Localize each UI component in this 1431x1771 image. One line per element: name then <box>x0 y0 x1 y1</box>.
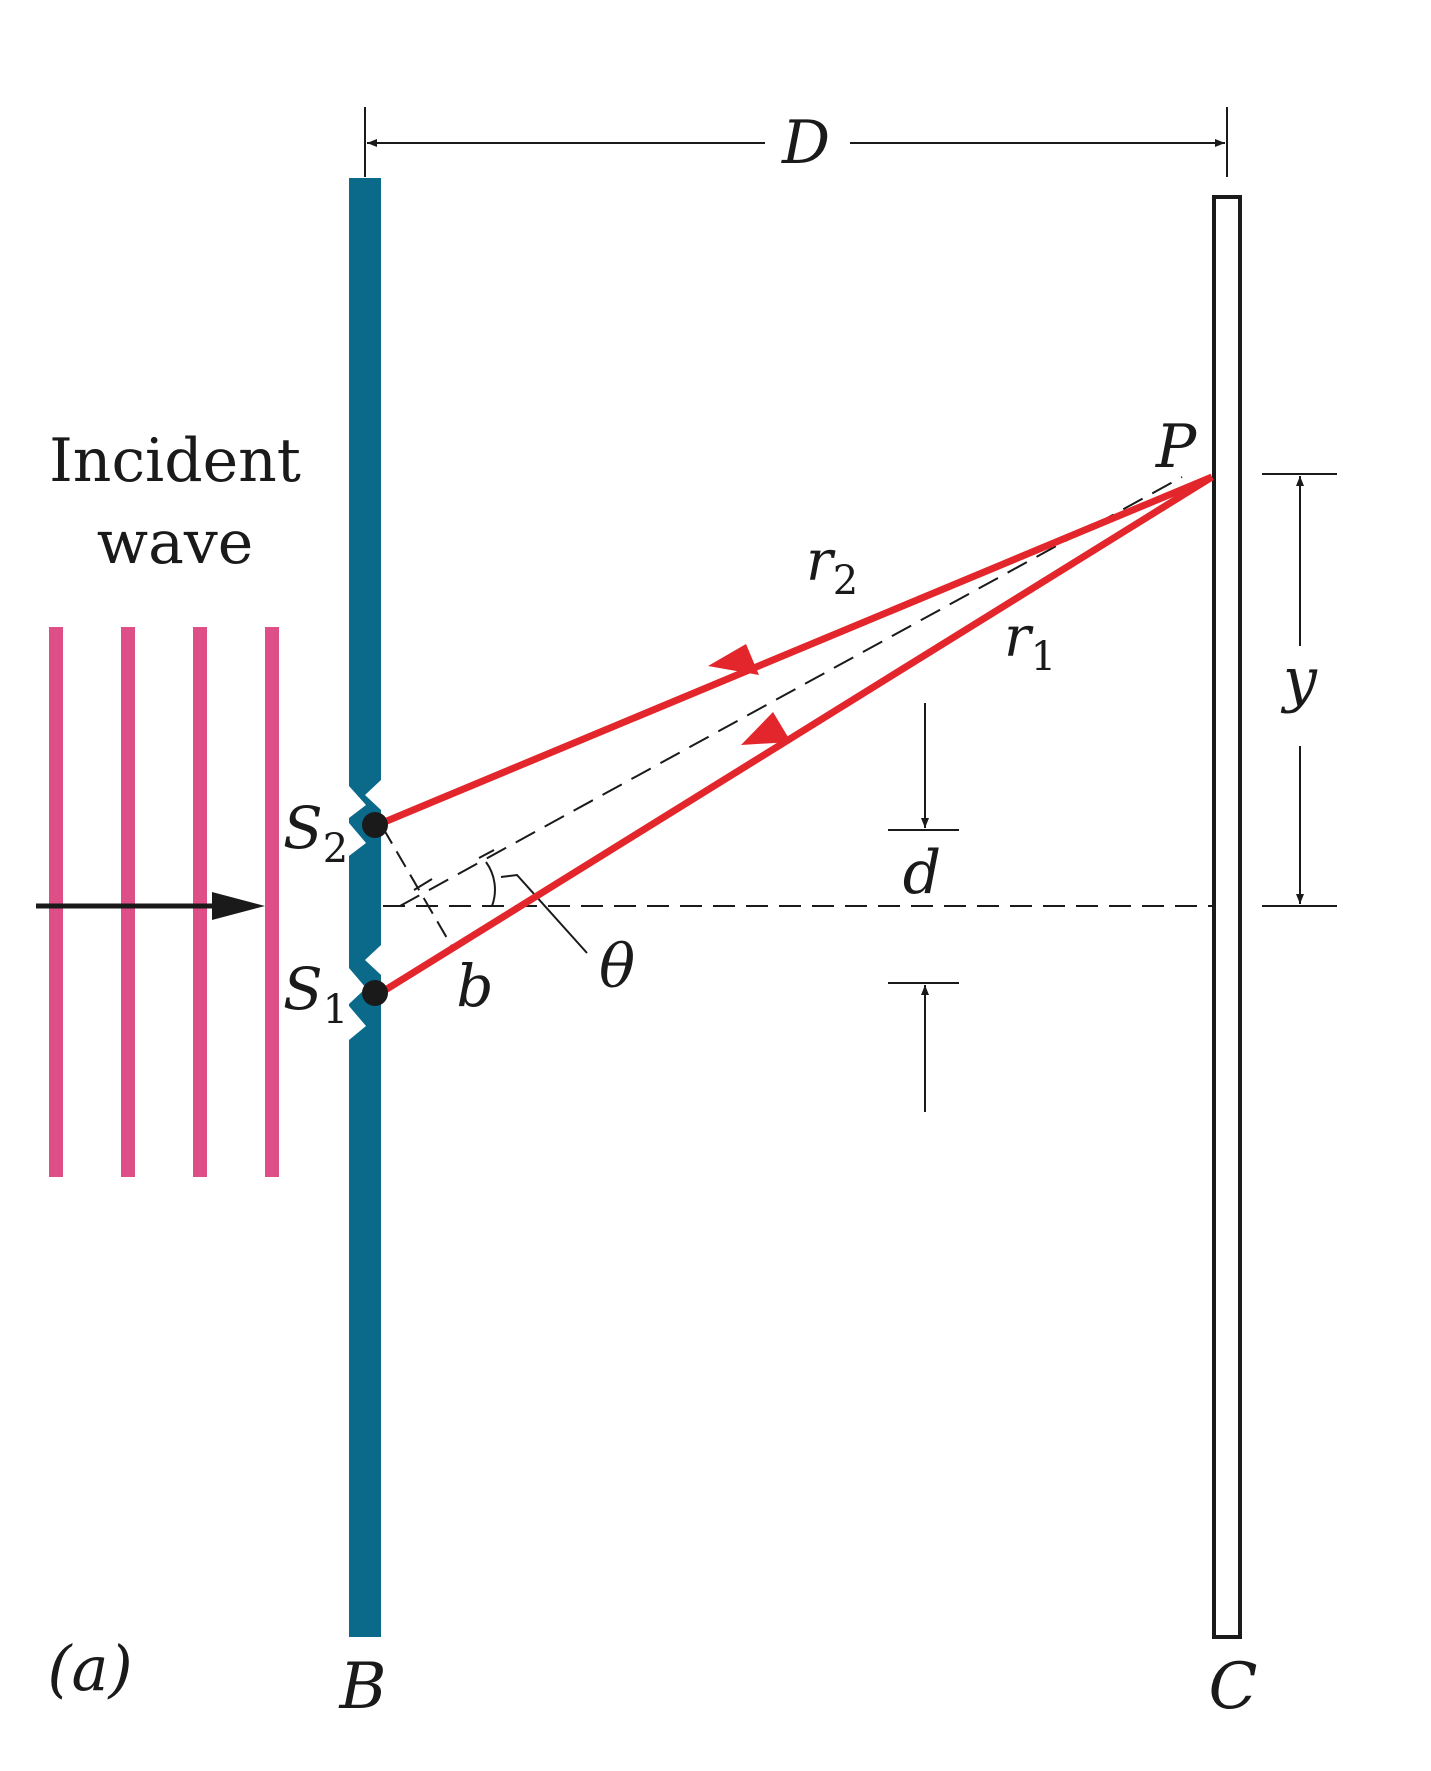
label-B: B <box>338 1650 386 1724</box>
ray-r1-arrowhead <box>741 712 791 745</box>
label-D: D <box>781 108 830 178</box>
barrier-b <box>349 178 381 1637</box>
theta-arc-tick <box>478 849 495 859</box>
label-s2: S2 <box>283 794 348 872</box>
ray-r2 <box>380 473 1214 827</box>
ray-r2-arrowhead <box>708 644 759 675</box>
wavefront <box>193 627 207 1177</box>
label-P: P <box>1155 412 1198 482</box>
label-panel: (a) <box>47 1632 132 1705</box>
slit-s2-dot <box>362 812 388 838</box>
label-r1: r1 <box>1004 605 1056 680</box>
label-theta: θ <box>599 932 635 1002</box>
label-b: b <box>456 952 493 1020</box>
wavefront <box>49 627 63 1177</box>
wavefront <box>121 627 135 1177</box>
screen-c <box>1212 195 1242 1639</box>
incident-wavefronts <box>49 627 279 1177</box>
slit-s1-dot <box>362 980 388 1006</box>
wavefront <box>265 627 279 1177</box>
label-wave: wave <box>97 508 254 578</box>
theta-arc <box>485 861 496 907</box>
label-r2: r2 <box>806 529 858 604</box>
label-y: y <box>1280 645 1318 715</box>
label-C: C <box>1209 1650 1258 1724</box>
path-difference-perpendicular <box>382 827 452 946</box>
ray-r1 <box>380 474 1214 995</box>
label-s1: S1 <box>283 955 348 1033</box>
label-d: d <box>903 838 941 908</box>
incident-arrow-head <box>212 892 265 920</box>
theta-leader <box>500 873 588 954</box>
label-incident: Incident <box>49 426 301 496</box>
perpendicular-tick <box>413 878 433 891</box>
center-to-p-line <box>399 476 1183 907</box>
